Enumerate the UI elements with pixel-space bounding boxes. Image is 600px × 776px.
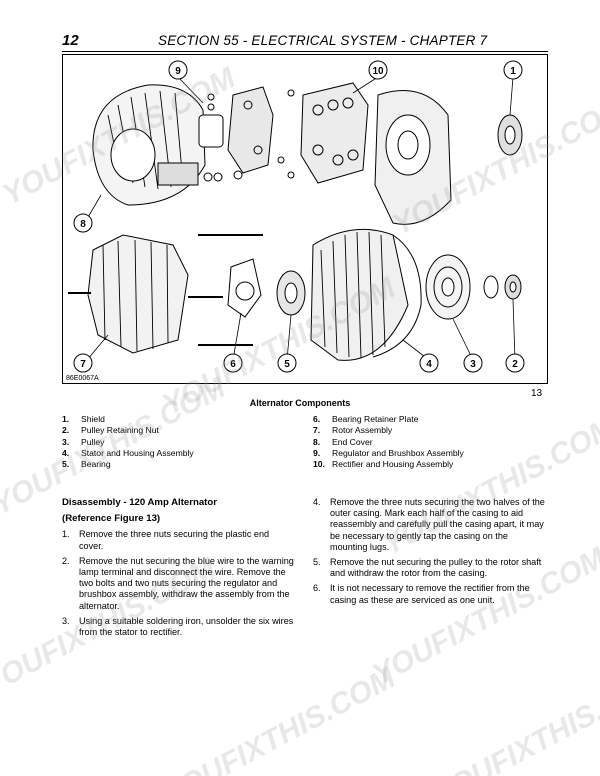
list-item: 2.Pulley Retaining Nut — [62, 425, 159, 436]
watermark: YOUFIXTHIS.COM — [427, 661, 600, 776]
bearing-retainer-plate-part — [198, 234, 263, 346]
callout-5: 5 — [277, 353, 297, 373]
parts-list-left: 1.Shield 2.Pulley Retaining Nut 3.Pulley… — [62, 414, 194, 470]
page-header: 12 SECTION 55 - ELECTRICAL SYSTEM - CHAP… — [62, 30, 548, 52]
pulley-nut-part — [483, 274, 522, 300]
figure-number: 13 — [531, 388, 543, 399]
svg-text:9: 9 — [175, 66, 181, 77]
list-item: 1.Shield — [62, 414, 105, 424]
svg-text:6: 6 — [230, 359, 236, 370]
figure-caption: Alternator Components — [249, 398, 351, 408]
svg-text:5: 5 — [284, 359, 290, 370]
end-cover-part — [92, 84, 206, 206]
watermark: YOUFIXTHIS.COM — [157, 661, 401, 776]
svg-text:2: 2 — [512, 359, 518, 370]
callout-3: 3 — [463, 353, 483, 373]
regulator-brushbox-part — [198, 86, 274, 182]
bearing-part — [276, 270, 306, 316]
list-item: 6.Bearing Retainer Plate — [313, 414, 419, 424]
exploded-view-figure: 9 10 1 8 7 6 5 4 3 2 86E0067A — [62, 54, 548, 384]
shield-part — [497, 114, 523, 156]
procedure-step: 3.Using a suitable soldering iron, unsol… — [62, 615, 294, 638]
procedure-step: 5.Remove the nut securing the pulley to … — [313, 557, 542, 579]
list-item: 9.Regulator and Brushbox Assembly — [313, 447, 464, 458]
rectifier-housing-part — [374, 90, 452, 225]
svg-text:1: 1 — [510, 66, 516, 77]
callout-1: 1 — [503, 60, 523, 80]
page-number: 12 — [62, 32, 79, 49]
procedure-step: 2.Remove the nut securing the blue wire … — [62, 555, 294, 611]
procedure-step: 1.Remove the three nuts securing the pla… — [62, 529, 270, 551]
list-item: 4.Stator and Housing Assembly — [62, 447, 194, 458]
parts-list-right: 6.Bearing Retainer Plate 7.Rotor Assembl… — [313, 414, 464, 470]
callout-10: 10 — [368, 60, 388, 80]
callout-9: 9 — [168, 60, 188, 80]
list-item: 8.End Cover — [313, 436, 373, 447]
svg-text:3: 3 — [470, 359, 476, 370]
procedure-column-left: Disassembly - 120 Amp Alternator (Refere… — [62, 497, 294, 642]
callout-7: 7 — [73, 353, 93, 373]
alternator-exploded-diagram: 9 10 1 8 7 6 5 4 3 2 — [68, 60, 525, 373]
procedure-step: 4.Remove the three nuts securing the two… — [313, 497, 545, 552]
stator-housing-part — [310, 228, 422, 361]
rectifier-part — [277, 82, 369, 184]
svg-text:7: 7 — [80, 359, 86, 370]
procedure-column-right: 4.Remove the three nuts securing the two… — [313, 497, 545, 610]
svg-text:8: 8 — [80, 219, 86, 230]
svg-text:4: 4 — [426, 359, 432, 370]
callout-2: 2 — [505, 353, 525, 373]
callout-6: 6 — [223, 353, 243, 373]
svg-text:10: 10 — [372, 66, 384, 77]
section-title: SECTION 55 - ELECTRICAL SYSTEM - CHAPTER… — [158, 33, 488, 48]
procedure-heading: Disassembly - 120 Amp Alternator — [62, 497, 217, 508]
list-item: 10.Rectifier and Housing Assembly — [313, 459, 454, 470]
callout-4: 4 — [419, 353, 439, 373]
pulley-part — [425, 254, 471, 320]
callout-8: 8 — [73, 213, 93, 233]
list-item: 7.Rotor Assembly — [313, 425, 393, 436]
list-item: 5.Bearing — [62, 459, 111, 470]
figure-code: 86E0067A — [66, 375, 99, 382]
rotor-part — [68, 234, 223, 354]
list-item: 3.Pulley — [62, 436, 105, 447]
procedure-step: 6.It is not necessary to remove the rect… — [313, 583, 530, 605]
procedure-reference: (Reference Figure 13) — [62, 513, 161, 525]
